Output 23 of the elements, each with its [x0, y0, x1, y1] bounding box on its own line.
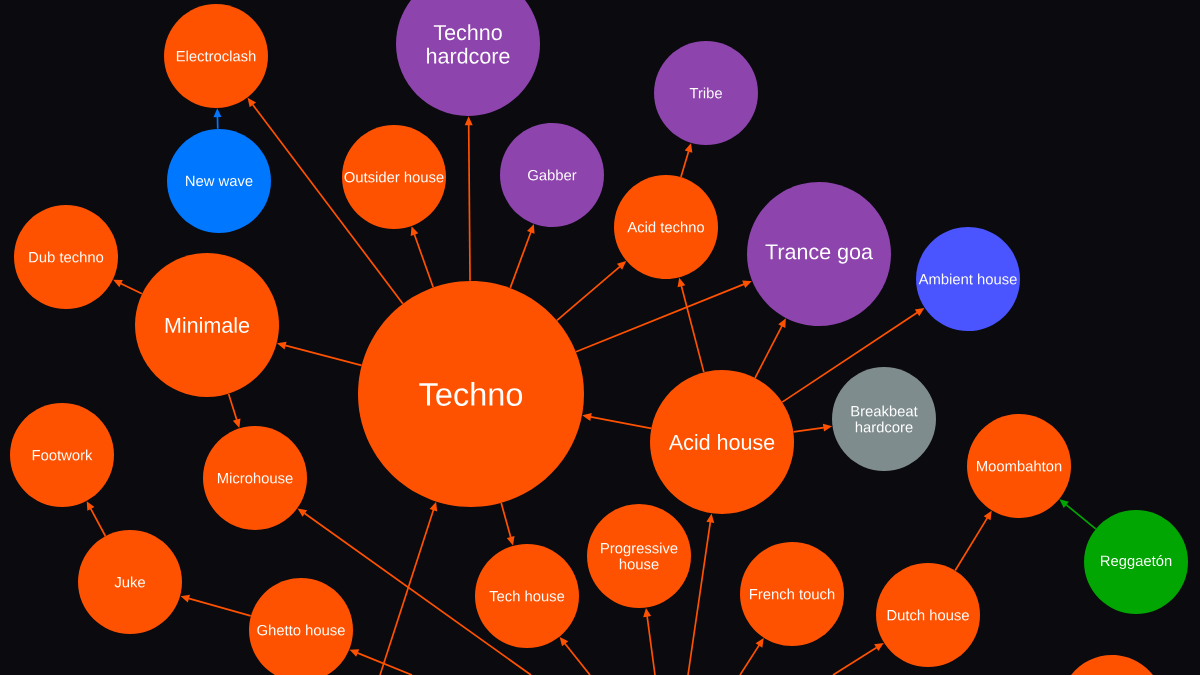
circle-node: Ambient house	[916, 227, 1020, 331]
circle-node: Techno	[358, 281, 584, 507]
arrow	[739, 638, 764, 675]
circle-node: Gabber	[500, 123, 604, 227]
circle-node: Dutch house	[876, 563, 980, 667]
circle-node: Progressive house	[587, 504, 691, 608]
circle-node: Minimale	[135, 253, 279, 397]
circle-node: Acid techno	[614, 175, 718, 279]
circle-node: Microhouse	[203, 426, 307, 530]
circle-node: Breakbeat hardcore	[832, 367, 936, 471]
circle-node: Tribe	[654, 41, 758, 145]
circle-node: New wave	[167, 129, 271, 233]
circle-node: Reggaetón	[1084, 510, 1188, 614]
circle-node: Electroclash	[164, 4, 268, 108]
circle-node: Acid house	[650, 370, 794, 514]
circle-node: Footwork	[10, 403, 114, 507]
circle-node: French touch	[740, 542, 844, 646]
circle-node: Tech house	[475, 544, 579, 648]
circle-node: Trance goa	[747, 182, 891, 326]
circle-node: Dub techno	[14, 205, 118, 309]
circle-node: Outsider house	[342, 125, 446, 229]
circle-node: Moombahton	[967, 414, 1071, 518]
circle-node: Juke	[78, 530, 182, 634]
